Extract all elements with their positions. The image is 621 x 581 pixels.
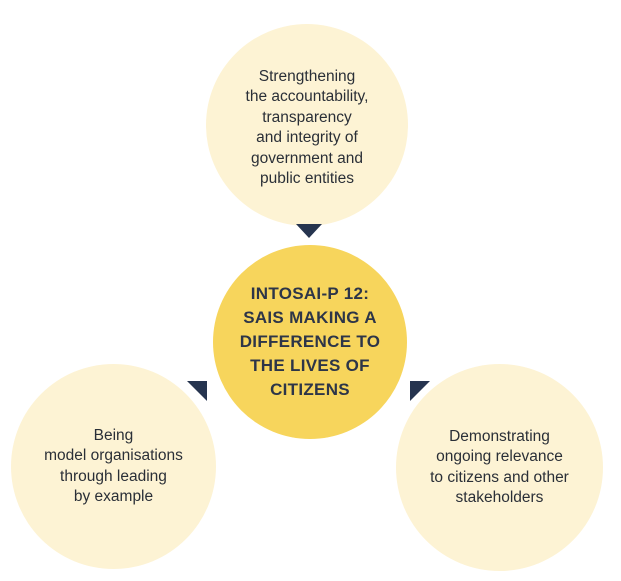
circle-ongoing-relevance: Demonstrating ongoing relevance to citiz… — [396, 364, 603, 571]
arrow-diagonal-left-icon — [187, 381, 207, 401]
arrow-diagonal-right-icon — [410, 381, 430, 401]
circle-model-organisations: Being model organisations through leadin… — [11, 364, 216, 569]
circle-top-text: Strengthening the accountability, transp… — [245, 67, 369, 188]
circle-intosai-p12-center: INTOSAI-P 12: SAIS MAKING A DIFFERENCE T… — [213, 245, 407, 439]
circle-center-text: INTOSAI-P 12: SAIS MAKING A DIFFERENCE T… — [239, 284, 381, 399]
arrow-down-icon — [296, 224, 322, 238]
circle-right-text: Demonstrating ongoing relevance to citiz… — [430, 427, 569, 507]
circle-accountability-transparency: Strengthening the accountability, transp… — [206, 24, 408, 226]
circle-left-text: Being model organisations through leadin… — [44, 426, 183, 506]
